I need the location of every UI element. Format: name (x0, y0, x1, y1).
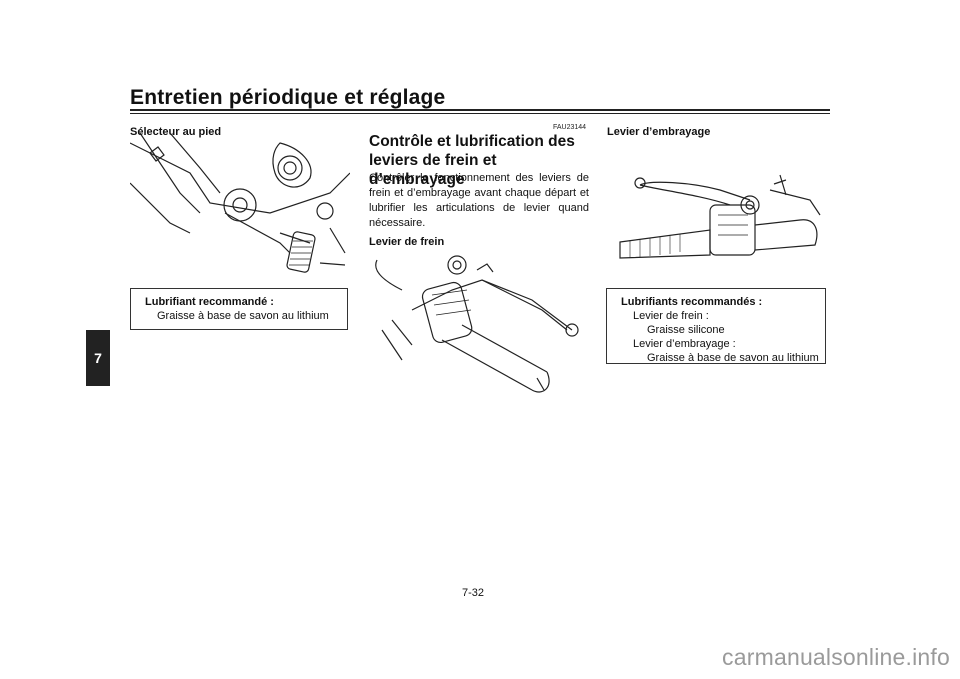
chapter-tab: 7 (86, 330, 110, 386)
section-paragraph: Contrôler le fonctionnement des leviers … (369, 172, 589, 229)
brake-lever-illustration (375, 255, 579, 393)
clutch-lever-lubricant: Graisse à base de savon au lithium (647, 352, 819, 364)
box-title: Lubrifiants recommandés : (621, 296, 763, 308)
reference-code: FAU23144 (553, 124, 587, 131)
brake-lever-subheading: Levier de frein (369, 236, 445, 248)
page-number: 7-32 (462, 587, 485, 599)
clutch-lever-subheading: Levier d’embrayage (607, 126, 711, 138)
brake-lever-lubricant: Graisse silicone (647, 324, 725, 336)
recommended-lubricants-box: Lubrifiants recommandés : Levier de frei… (606, 288, 826, 364)
header-rule (130, 109, 830, 111)
shift-pedal-illustration (130, 133, 350, 273)
box-title: Lubrifiant recommandé : (145, 296, 274, 308)
page-title: Entretien périodique et réglage (130, 86, 446, 109)
watermark: carmanualsonline.info (722, 644, 950, 670)
header-rule-thin (130, 113, 830, 114)
recommended-lubricant-box: Lubrifiant recommandé : Graisse à base d… (130, 288, 348, 330)
clutch-lever-label: Levier d’embrayage : (633, 338, 736, 350)
brake-lever-label: Levier de frein : (633, 310, 709, 322)
section-heading: Contrôle et lubrification des leviers de… (369, 133, 575, 188)
box-value: Graisse à base de savon au lithium (157, 310, 329, 322)
clutch-lever-illustration (619, 174, 821, 259)
shift-pedal-subheading: Sélecteur au pied (130, 126, 222, 138)
